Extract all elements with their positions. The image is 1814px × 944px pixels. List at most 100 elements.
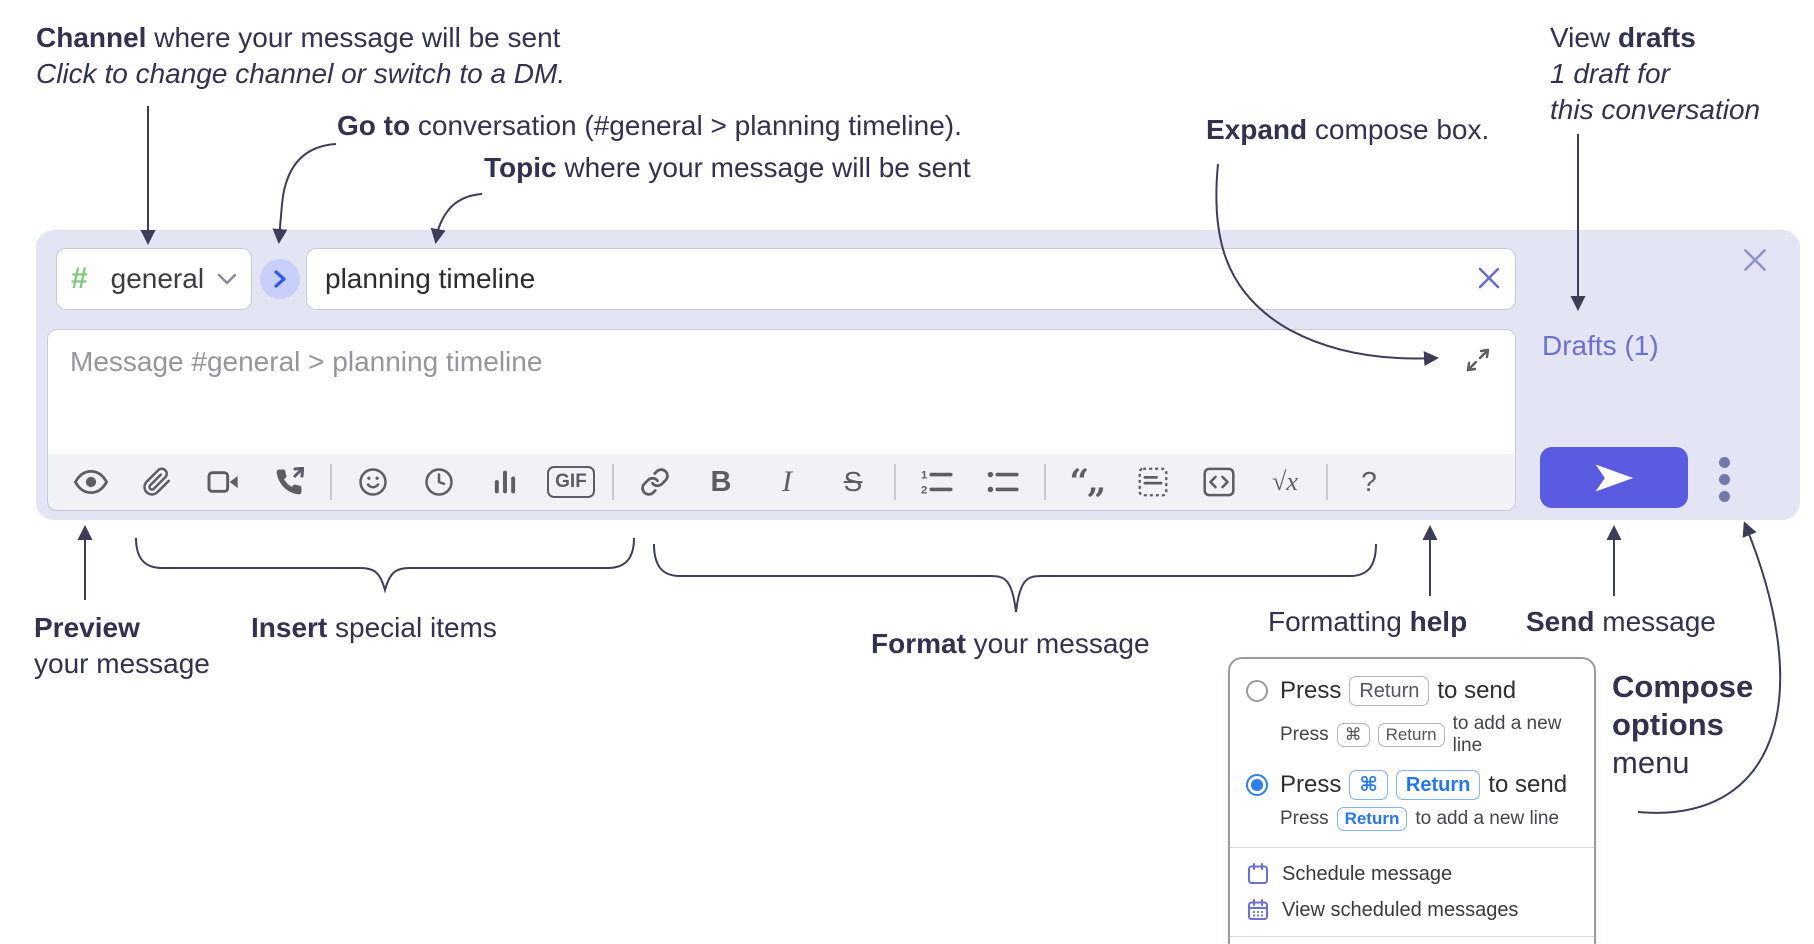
goto-annotation: Go to conversation (#general > planning … xyxy=(337,110,962,141)
quote-icon: “„ xyxy=(1069,462,1106,502)
add-global-time-button[interactable] xyxy=(412,460,466,504)
format-brace xyxy=(653,543,1377,613)
svg-text:2: 2 xyxy=(921,484,927,496)
send-button[interactable] xyxy=(1540,447,1688,508)
phone-outgoing-icon xyxy=(276,467,304,495)
preview-message-button[interactable] xyxy=(64,460,118,504)
compose-box-panel: # general xyxy=(36,230,1800,520)
calendar-icon xyxy=(1248,863,1268,884)
radio-unselected-icon[interactable] xyxy=(1246,680,1268,702)
emoji-button[interactable] xyxy=(346,460,400,504)
option-cmd-enter-sends[interactable]: Press ⌘ Return to send xyxy=(1230,765,1594,805)
bar-chart-icon xyxy=(494,470,516,494)
chevron-down-icon xyxy=(217,273,237,285)
compose-options-menu-button[interactable] xyxy=(1702,451,1746,507)
formatting-help-annotation: Formatting help xyxy=(1268,606,1468,637)
preview-annotation: Preview your message xyxy=(34,612,210,679)
key-cmd: ⌘ xyxy=(1349,770,1388,800)
clear-topic-button[interactable] xyxy=(1472,262,1506,296)
question-mark-icon: ? xyxy=(1361,466,1377,497)
close-icon xyxy=(1478,267,1500,288)
numbered-list-icon: 1 2 xyxy=(921,470,953,496)
add-poll-button[interactable] xyxy=(478,460,532,504)
bold-button[interactable]: B xyxy=(694,460,748,504)
toolbar-divider xyxy=(1044,464,1046,500)
kebab-dot xyxy=(1718,490,1730,502)
option-cmd-enter-sends-subtext: Press Return to add a new line xyxy=(1280,807,1560,831)
eye-icon xyxy=(74,469,108,495)
quote-button[interactable]: “„ xyxy=(1060,460,1114,504)
key-return: Return xyxy=(1395,770,1481,800)
toolbar-divider xyxy=(330,464,332,500)
toolbar-divider xyxy=(894,464,896,500)
channel-selector[interactable]: # general xyxy=(56,248,252,310)
gif-icon: GIF xyxy=(547,466,595,498)
goto-arrow xyxy=(272,143,337,244)
compose-options-popup: Press Return to send Press ⌘ Return to a… xyxy=(1228,657,1596,944)
link-icon xyxy=(641,468,669,496)
option-enter-sends-subtext: Press ⌘ Return to add a new line xyxy=(1280,713,1562,756)
format-annotation: Format your message xyxy=(871,628,1150,659)
menu-item-view-scheduled-messages[interactable]: View scheduled messages xyxy=(1230,892,1594,928)
strikethrough-button[interactable]: S xyxy=(826,460,880,504)
smiley-icon xyxy=(359,468,387,496)
menu-item-schedule-message[interactable]: Schedule message xyxy=(1230,856,1594,892)
option-enter-sends[interactable]: Press Return to send xyxy=(1230,671,1594,711)
insert-brace xyxy=(135,537,635,594)
code-button[interactable] xyxy=(1192,460,1246,504)
bold-icon: B xyxy=(710,465,732,498)
video-camera-icon xyxy=(207,471,238,493)
svg-text:1: 1 xyxy=(921,470,928,482)
toolbar-divider xyxy=(1326,464,1328,500)
italic-icon: I xyxy=(782,465,792,498)
attach-file-button[interactable] xyxy=(130,460,184,504)
spoiler-button[interactable] xyxy=(1126,460,1180,504)
spoiler-icon xyxy=(1138,467,1168,497)
close-icon xyxy=(1744,249,1766,271)
expand-diagonal-icon xyxy=(1466,348,1490,371)
bulleted-list-button[interactable] xyxy=(976,460,1030,504)
paperclip-icon xyxy=(143,467,171,496)
insert-annotation: Insert special items xyxy=(251,612,497,643)
compose-options-annotation: Compose options menu xyxy=(1612,669,1754,780)
close-compose-button[interactable] xyxy=(1738,244,1772,278)
message-textarea[interactable] xyxy=(48,330,1515,456)
topic-input[interactable] xyxy=(306,248,1516,310)
numbered-list-button[interactable]: 1 2 xyxy=(910,460,964,504)
expand-compose-button[interactable] xyxy=(1461,344,1495,378)
drafts-link[interactable]: Drafts (1) xyxy=(1542,330,1659,361)
view-drafts-annotation: View drafts 1 draft for this conversatio… xyxy=(1550,22,1761,125)
bulleted-list-icon xyxy=(987,471,1019,493)
menu-divider xyxy=(1230,847,1594,848)
radio-selected-icon[interactable] xyxy=(1246,774,1268,796)
topic-annotation: Topic where your message will be sent xyxy=(484,152,971,183)
menu-divider xyxy=(1230,936,1594,937)
compose-toolbar: GIF B I S xyxy=(48,454,1515,510)
calendar-grid-icon xyxy=(1248,899,1268,920)
key-return: Return xyxy=(1336,807,1408,831)
kebab-dot xyxy=(1718,456,1730,468)
channel-name: general xyxy=(110,263,205,294)
kebab-dot xyxy=(1718,473,1730,485)
math-button[interactable]: √x xyxy=(1258,460,1312,504)
key-cmd: ⌘ xyxy=(1336,723,1370,747)
strikethrough-icon: S xyxy=(843,466,863,497)
expand-annotation: Expand compose box. xyxy=(1206,114,1490,145)
video-call-button[interactable] xyxy=(196,460,250,504)
message-formatting-help-button[interactable]: ? xyxy=(1342,460,1396,504)
send-annotation: Send message xyxy=(1526,606,1716,637)
insert-link-button[interactable] xyxy=(628,460,682,504)
message-compose-area: GIF B I S xyxy=(47,329,1516,511)
math-icon: √x xyxy=(1272,467,1298,496)
go-to-conversation-button[interactable] xyxy=(260,259,300,299)
toolbar-divider xyxy=(612,464,614,500)
audio-call-button[interactable] xyxy=(262,460,316,504)
channel-hash-icon: # xyxy=(71,262,88,295)
key-return: Return xyxy=(1377,723,1445,747)
italic-button[interactable]: I xyxy=(760,460,814,504)
add-gif-button[interactable]: GIF xyxy=(544,460,598,504)
clock-icon xyxy=(425,468,453,496)
chevron-right-icon xyxy=(274,270,286,288)
key-return: Return xyxy=(1349,676,1430,706)
